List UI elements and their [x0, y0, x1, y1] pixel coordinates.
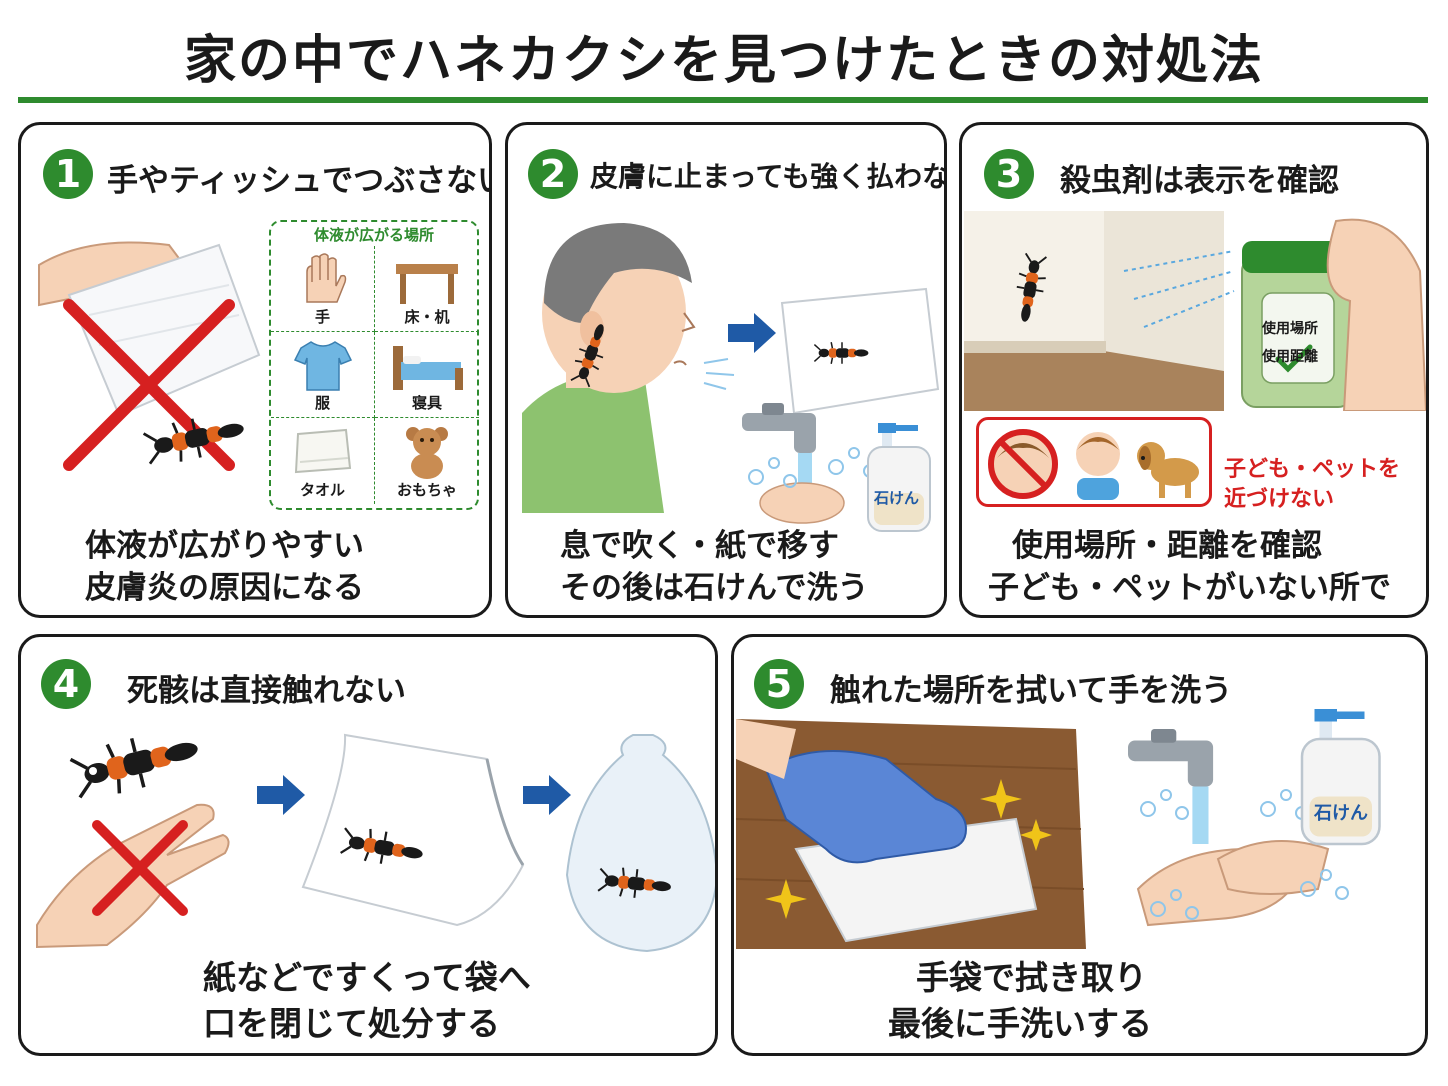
- panel-3-heading: 殺虫剤は表示を確認: [1060, 163, 1339, 199]
- grid-item-bedding: 寝具: [375, 332, 479, 418]
- bed-icon: [393, 346, 463, 390]
- shirt-icon: [293, 341, 352, 391]
- child-icon: [1076, 432, 1120, 500]
- person-blowing-beetle-illustration: [522, 223, 940, 513]
- panel-4-heading: 死骸は直接触れない: [127, 673, 406, 709]
- grid-item-clothes: 服: [271, 332, 375, 418]
- dog-icon: [1137, 442, 1199, 498]
- no-child-icon: [988, 429, 1058, 499]
- panel-1-caption: 体液が広がりやすい 皮膚炎の原因になる: [85, 528, 364, 606]
- step-number-4: 4: [41, 659, 91, 709]
- tap-and-soap-illustration: [742, 403, 931, 532]
- spray-insecticide-illustration: [964, 211, 1426, 411]
- panel-3: 3 殺虫剤は表示を確認 使用場所 使用距離: [959, 122, 1429, 618]
- hand-icon: [305, 253, 346, 303]
- soap-label: 石けん: [874, 489, 920, 507]
- step-number-2: 2: [528, 149, 578, 199]
- panel-2-heading: 皮膚に止まっても強く払わない: [590, 160, 947, 193]
- keep-children-pets-away-box: [976, 417, 1212, 507]
- can-label: 使用場所 使用距離: [1262, 321, 1318, 365]
- step-number-5: 5: [754, 659, 804, 709]
- teddy-bear-icon: [406, 427, 448, 479]
- hand-washing-illustration: [1128, 709, 1381, 927]
- panel-4: 4 死骸は直接触れない 紙などですくって袋へ 口を閉じて処分する: [18, 634, 718, 1056]
- dispose-dead-beetle-illustration: [36, 721, 715, 953]
- grid-item-hand: 手: [271, 246, 375, 332]
- grid-title: 体液が広がる場所: [313, 226, 434, 244]
- page-title: 家の中でハネカクシを見つけたときの対処法: [183, 31, 1264, 91]
- panel-1-heading: 手やティッシュでつぶさない: [107, 163, 492, 199]
- soap-label: 石けん: [1314, 803, 1368, 824]
- panel-5-heading: 触れた場所を拭いて手を洗う: [830, 673, 1233, 709]
- panel-4-caption: 紙などですくって袋へ 口を閉じて処分する: [203, 958, 531, 1043]
- body-fluid-spread-grid: 体液が広がる場所 手 床・机 服 寝具 タオル おもちゃ: [269, 220, 479, 510]
- grid-item-floor-desk: 床・机: [375, 246, 479, 332]
- panel-1: 1 手やティッシュでつぶさない 体液が広がる場所 手 床・机 服 寝具 タオル: [18, 122, 492, 618]
- hand-tissue-crossed-illustration: [38, 241, 261, 471]
- step-number-1: 1: [43, 149, 93, 199]
- title-divider: [18, 97, 1428, 103]
- panel-5: 5 触れた場所を拭いて手を洗う 石けん 手袋で拭き取り 最後に手洗いする: [731, 634, 1428, 1056]
- wipe-with-glove-illustration: [736, 719, 1086, 949]
- keep-away-warning: 子ども・ペットを 近づけない: [1224, 457, 1401, 512]
- panel-2: 2 皮膚に止まっても強く払わない 石けん 息で吹く・紙で移す その後は石けんで洗…: [505, 122, 947, 618]
- desk-icon: [396, 264, 458, 304]
- towel-icon: [294, 428, 351, 474]
- panel-2-caption: 息で吹く・紙で移す その後は石けんで洗う: [560, 528, 869, 606]
- panel-5-caption: 手袋で拭き取り 最後に手洗いする: [888, 958, 1152, 1043]
- grid-item-toys: おもちゃ: [375, 418, 479, 504]
- step-number-3: 3: [984, 149, 1034, 199]
- panel-3-caption: 使用場所・距離を確認 子ども・ペットがいない所で: [988, 528, 1391, 606]
- grid-item-towel: タオル: [271, 418, 375, 504]
